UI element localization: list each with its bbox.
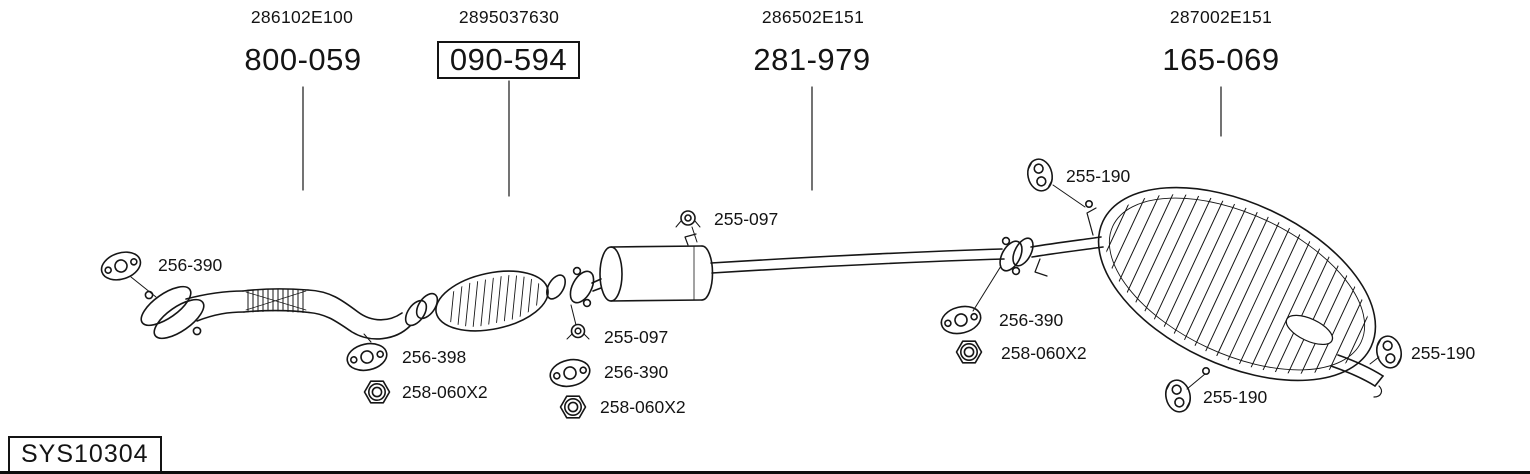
hardware-callout-label[interactable]: 256-390	[604, 362, 669, 382]
center-flange-joint	[569, 266, 595, 308]
oem-ref-label: 286502E151	[761, 7, 865, 27]
hardware-callout-label[interactable]: 258-060X2	[1001, 343, 1087, 363]
flex-braid-hatch	[247, 288, 304, 313]
flange-gasket-icon	[100, 251, 142, 281]
hardware-callout-label[interactable]: 255-097	[604, 327, 669, 347]
system-id-badge: SYS10304	[8, 436, 162, 474]
hardware-callout-label[interactable]: 258-060X2	[402, 382, 488, 402]
hex-nut-icon	[363, 380, 391, 404]
hardware-callout-label[interactable]: 256-390	[999, 310, 1064, 330]
center-muffler	[591, 233, 714, 302]
hex-nut-icon	[955, 340, 983, 364]
pipe-hanger-icon	[566, 323, 590, 340]
part-number-label[interactable]: 281-979	[753, 42, 871, 77]
pipe-hanger-icon	[675, 210, 701, 228]
rubber-hanger-icon	[1026, 158, 1054, 192]
converter-shield-hatch	[449, 267, 541, 333]
front-pipe	[140, 285, 411, 340]
hardware-callout-label[interactable]: 258-060X2	[600, 397, 686, 417]
part-number-label[interactable]: 800-059	[244, 42, 362, 77]
rubber-hanger-icon	[1164, 379, 1192, 413]
hardware-callout-label[interactable]: 256-398	[402, 347, 467, 367]
rear-muffler	[1083, 157, 1391, 411]
intermediate-pipe	[710, 248, 1005, 274]
flange-gasket-icon	[346, 342, 388, 372]
tailpipe	[1337, 354, 1384, 377]
callout-leader-lines	[130, 184, 1380, 390]
hardware-callout-label[interactable]: 255-190	[1411, 343, 1476, 363]
leader-lines	[302, 80, 1222, 197]
bottom-border-line	[0, 471, 1530, 474]
flange-gasket-icon	[940, 305, 982, 335]
rubber-hanger-icon	[1375, 335, 1403, 369]
oem-ref-label: 286102E100	[250, 7, 354, 27]
rear-flange-joint	[999, 236, 1104, 277]
flange-gasket-icon	[549, 358, 591, 388]
oem-ref-label: 2895037630	[458, 7, 560, 27]
hardware-callout-label[interactable]: 255-190	[1066, 166, 1131, 186]
hardware-callout-label[interactable]: 255-190	[1203, 387, 1268, 407]
hardware-callout-label[interactable]: 256-390	[158, 255, 223, 275]
hex-nut-icon	[559, 395, 587, 419]
part-number-label-selected[interactable]: 090-594	[437, 41, 580, 79]
oem-ref-label: 287002E151	[1169, 7, 1273, 27]
catalytic-converter	[404, 267, 566, 333]
part-number-label[interactable]: 165-069	[1162, 42, 1280, 77]
hardware-callout-label[interactable]: 255-097	[714, 209, 779, 229]
